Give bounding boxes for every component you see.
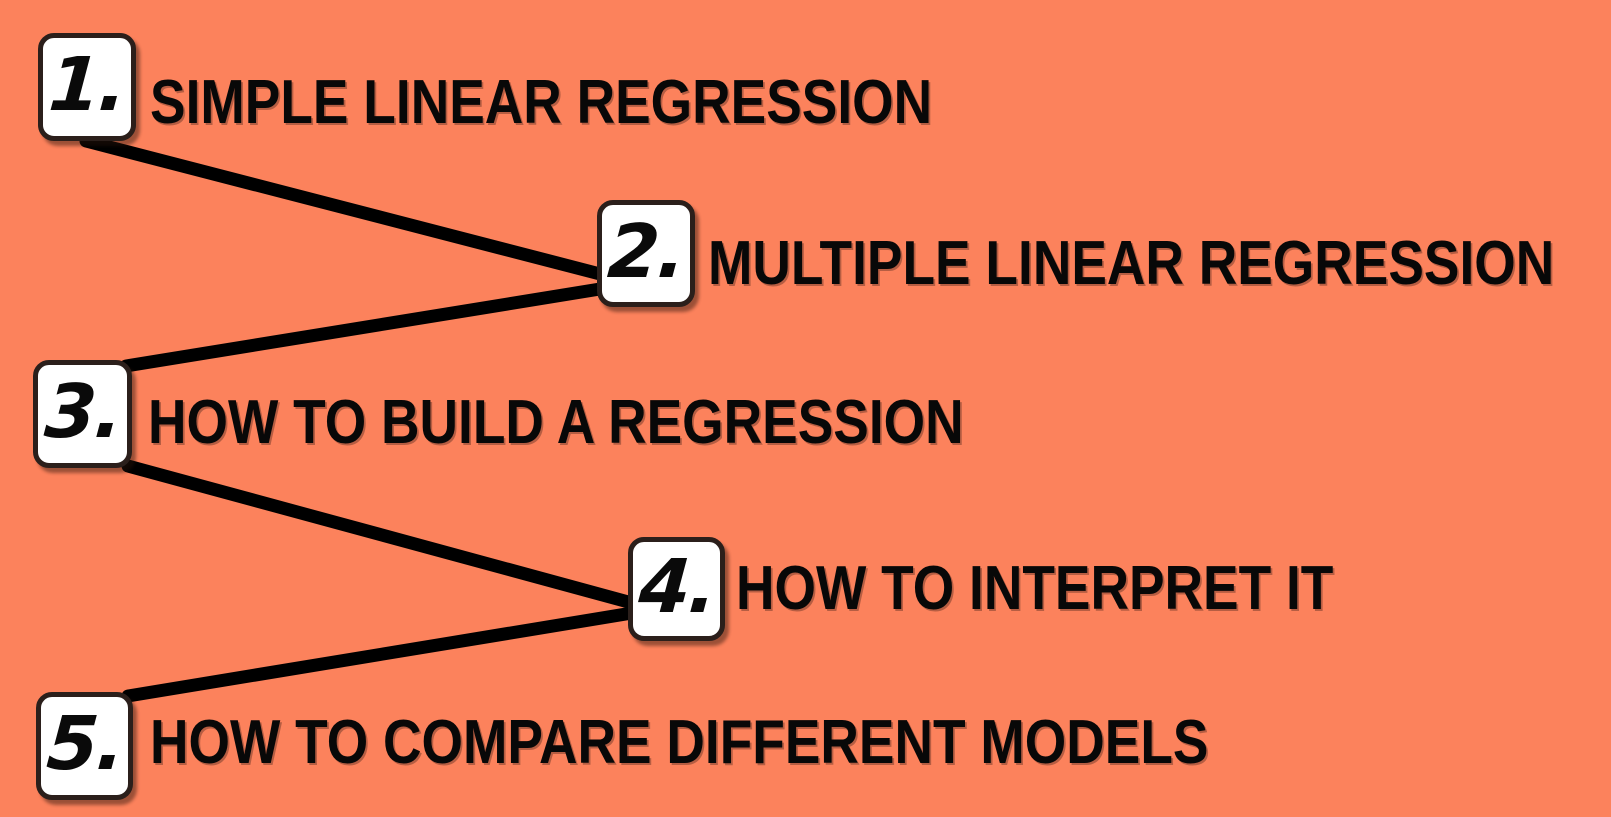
badge-number-label-2: 2. <box>605 208 687 295</box>
badge-number-label-5: 5. <box>43 701 126 787</box>
number-badge-4[interactable]: 4. <box>628 537 725 641</box>
list-item-label-3: HOW TO BUILD A REGRESSION <box>148 388 964 457</box>
list-item-label-4: HOW TO INTERPRET IT <box>736 554 1334 623</box>
badge-number-label-1: 1. <box>46 42 128 128</box>
connector-2-to-3 <box>119 282 607 373</box>
connector-1-to-2 <box>79 134 607 281</box>
badge-number-label-3: 3. <box>41 369 124 455</box>
list-item-label-5: HOW TO COMPARE DIFFERENT MODELS <box>150 708 1209 777</box>
list-item-label-1: SIMPLE LINEAR REGRESSION <box>150 68 933 137</box>
badge-number-label-4: 4. <box>635 544 718 630</box>
connector-3-to-4 <box>121 459 639 610</box>
list-item-label-2: MULTIPLE LINEAR REGRESSION <box>708 229 1555 298</box>
number-badge-3[interactable]: 3. <box>33 360 132 468</box>
number-badge-2[interactable]: 2. <box>597 200 695 307</box>
number-badge-1[interactable]: 1. <box>38 33 136 141</box>
connector-4-to-5 <box>121 606 639 703</box>
number-badge-5[interactable]: 5. <box>36 692 133 800</box>
